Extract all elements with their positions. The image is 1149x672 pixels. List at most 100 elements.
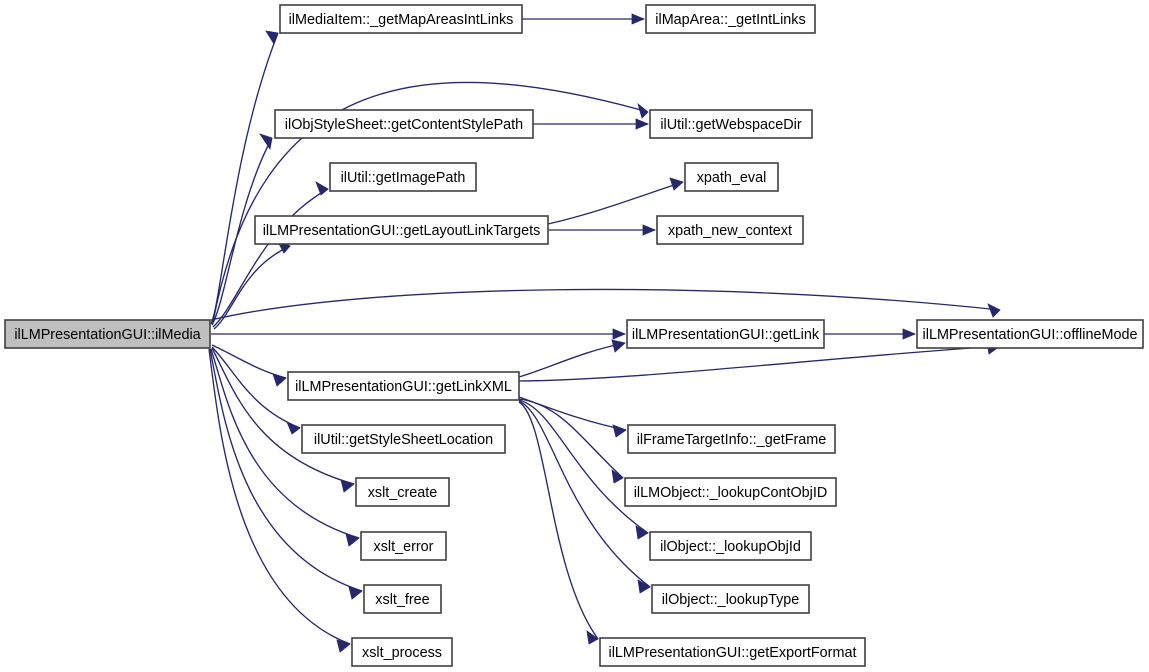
node-label: ilUtil::getWebspaceDir — [660, 117, 802, 133]
node-label: ilLMPresentationGUI::getLink — [632, 327, 820, 343]
node-label: ilLMPresentationGUI::getExportFormat — [609, 645, 857, 661]
arrow-head-icon — [612, 328, 627, 340]
node-label: ilMediaItem::_getMapAreasIntLinks — [289, 12, 514, 28]
node-box[interactable] — [363, 584, 442, 614]
edge-line — [518, 399, 649, 534]
node-box[interactable] — [626, 319, 825, 349]
node-box[interactable] — [651, 584, 810, 614]
edge-line — [208, 348, 351, 645]
node-box[interactable] — [684, 162, 779, 192]
edge-line — [518, 345, 1001, 382]
arrow-head-icon — [631, 13, 646, 25]
graph-node-getexportformat[interactable]: ilLMPresentationGUI::getExportFormat — [599, 637, 866, 667]
graph-node-getlinkxml[interactable]: ilLMPresentationGUI::getLinkXML — [287, 371, 520, 401]
graph-node-offlinemode[interactable]: ilLMPresentationGUI::offlineMode — [916, 319, 1144, 349]
arrow-head-icon — [340, 479, 355, 493]
node-box[interactable] — [624, 477, 837, 507]
edge-line — [518, 401, 599, 640]
node-label: xslt_create — [368, 485, 438, 501]
node-label: xslt_error — [374, 539, 434, 555]
node-box[interactable] — [287, 371, 520, 401]
graph-node-xsltcreate[interactable]: xslt_create — [355, 477, 450, 507]
edge-line — [209, 348, 363, 592]
call-edge — [212, 81, 649, 323]
node-box[interactable] — [355, 477, 450, 507]
arrow-head-icon — [635, 525, 649, 540]
edge-line — [518, 342, 626, 378]
arrow-head-icon — [669, 177, 684, 191]
node-box[interactable] — [599, 637, 866, 667]
node-box[interactable] — [279, 4, 523, 34]
graph-node-xpatheval[interactable]: xpath_eval — [684, 162, 779, 192]
call-edge — [533, 118, 650, 130]
graph-node-xslterror[interactable]: xslt_error — [360, 531, 447, 561]
graph-node-getlayoutlinktargets[interactable]: ilLMPresentationGUI::getLayoutLinkTarget… — [254, 215, 549, 245]
node-box[interactable] — [645, 4, 816, 34]
node-label: xslt_free — [375, 592, 429, 608]
node-box[interactable] — [329, 162, 477, 192]
node-box[interactable] — [649, 109, 813, 139]
edge-line — [212, 81, 649, 323]
node-box[interactable] — [916, 319, 1144, 349]
arrow-head-icon — [315, 181, 329, 196]
node-label: ilUtil::getImagePath — [341, 170, 466, 186]
arrow-head-icon — [611, 339, 626, 353]
node-box[interactable] — [274, 109, 534, 139]
graph-node-lookuptype[interactable]: ilObject::_lookupType — [651, 584, 810, 614]
call-edge — [211, 347, 355, 493]
node-label: ilLMPresentationGUI::getLinkXML — [295, 379, 512, 395]
call-edge — [518, 339, 626, 378]
edge-line — [518, 396, 627, 431]
call-edge — [518, 401, 599, 645]
node-label: ilLMPresentationGUI::getLayoutLinkTarget… — [263, 223, 541, 239]
graph-node-getframe[interactable]: ilFrameTargetInfo::_getFrame — [627, 424, 836, 454]
node-box[interactable] — [4, 319, 211, 349]
node-box[interactable] — [254, 215, 549, 245]
call-edge — [209, 348, 363, 600]
graph-node-xpathnewcontext[interactable]: xpath_new_context — [656, 215, 804, 245]
node-label: xslt_process — [362, 645, 442, 661]
graph-node-getwebspacedir[interactable]: ilUtil::getWebspaceDir — [649, 109, 813, 139]
node-box[interactable] — [627, 424, 836, 454]
graph-node-getstylesheetloc[interactable]: ilUtil::getStyleSheetLocation — [301, 424, 506, 454]
graph-node-lookupcontobjid[interactable]: ilLMObject::_lookupContObjID — [624, 477, 837, 507]
arrow-head-icon — [265, 30, 279, 45]
call-edge — [212, 181, 329, 328]
arrow-head-icon — [586, 630, 599, 645]
node-label: xpath_eval — [697, 170, 767, 186]
graph-node-xsltprocess[interactable]: xslt_process — [351, 637, 453, 667]
graph-node-getimagepath[interactable]: ilUtil::getImagePath — [329, 162, 477, 192]
arrow-head-icon — [612, 424, 627, 438]
call-edge — [522, 13, 646, 25]
node-label: ilFrameTargetInfo::_getFrame — [637, 432, 827, 448]
edge-line — [211, 344, 287, 379]
call-edge — [211, 346, 301, 435]
edge-line — [210, 348, 360, 539]
call-edge — [518, 400, 651, 594]
call-edge — [210, 288, 1001, 321]
call-edge — [518, 398, 624, 484]
call-edge — [208, 348, 351, 653]
arrow-head-icon — [272, 373, 287, 387]
node-box[interactable] — [649, 531, 812, 561]
graph-node-getintlinks[interactable]: ilMapArea::_getIntLinks — [645, 4, 816, 34]
node-box[interactable] — [656, 215, 804, 245]
call-edge — [210, 348, 360, 547]
graph-node-lookupobjid[interactable]: ilObject::_lookupObjId — [649, 531, 812, 561]
arrow-head-icon — [286, 421, 301, 435]
graph-node-getcontentstylepath[interactable]: ilObjStyleSheet::getContentStylePath — [274, 109, 534, 139]
graph-node-getmapareas[interactable]: ilMediaItem::_getMapAreasIntLinks — [279, 4, 523, 34]
call-edge — [518, 399, 649, 540]
arrow-head-icon — [637, 579, 651, 594]
graph-node-getlink[interactable]: ilLMPresentationGUI::getLink — [626, 319, 825, 349]
arrow-head-icon — [345, 533, 360, 547]
node-box[interactable] — [301, 424, 506, 454]
node-box[interactable] — [360, 531, 447, 561]
graph-node-ilmedia[interactable]: ilLMPresentationGUI::ilMedia — [4, 319, 211, 349]
node-label: ilObject::_lookupObjId — [660, 539, 801, 555]
arrow-head-icon — [611, 469, 624, 484]
node-box[interactable] — [351, 637, 453, 667]
graph-node-xsltfree[interactable]: xslt_free — [363, 584, 442, 614]
